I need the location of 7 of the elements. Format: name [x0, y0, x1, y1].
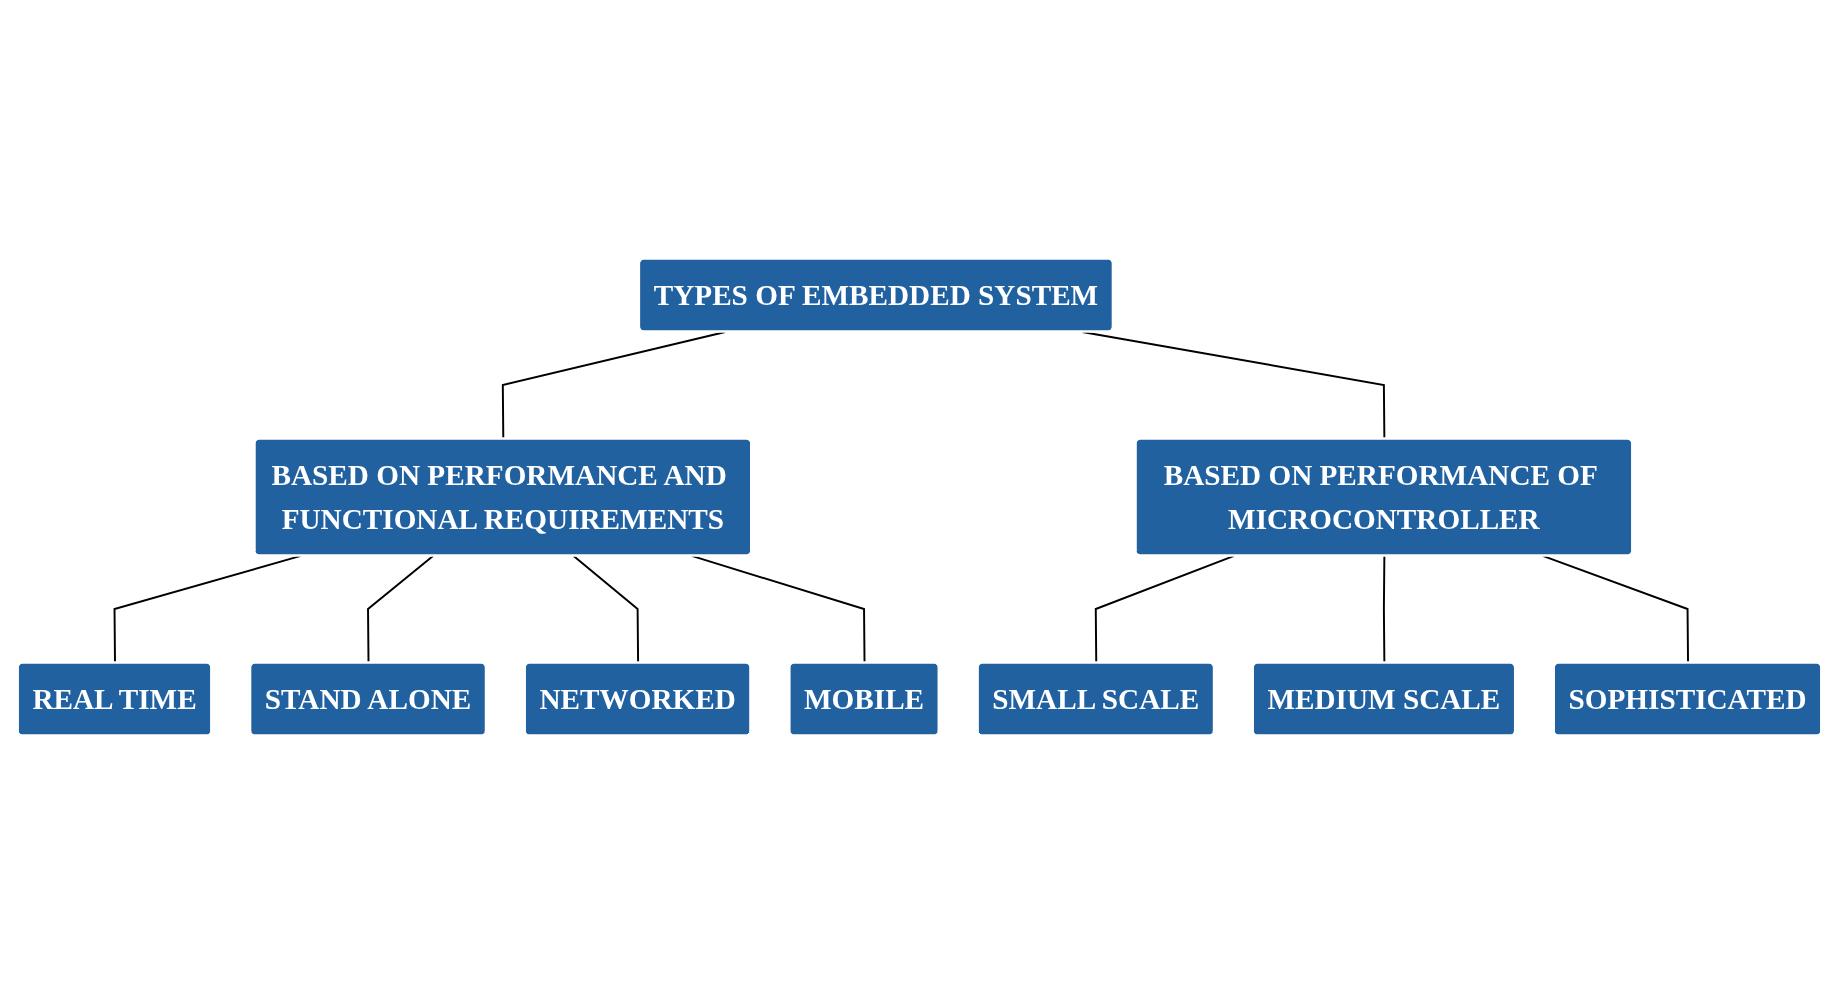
connector [1094, 554, 1236, 664]
connector [367, 554, 434, 664]
connector [572, 554, 640, 664]
connector [1382, 554, 1386, 664]
connector [690, 554, 866, 664]
connector [113, 554, 302, 664]
connector [1541, 554, 1689, 664]
